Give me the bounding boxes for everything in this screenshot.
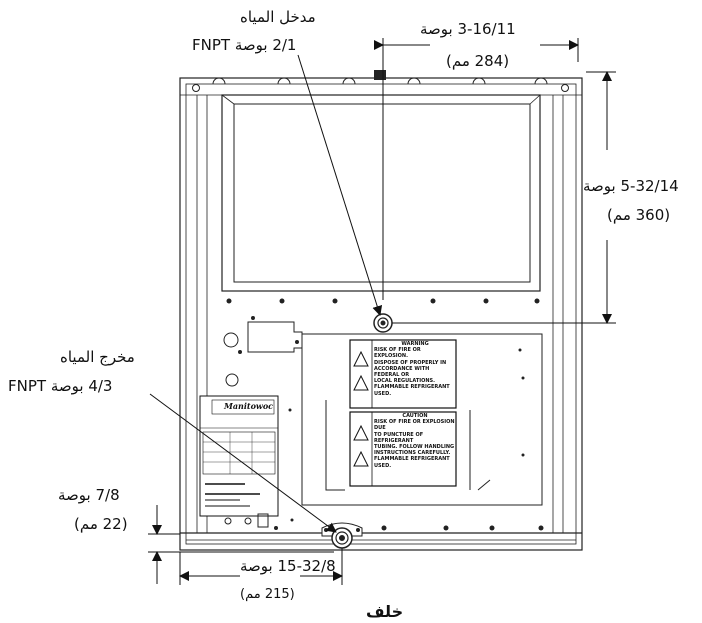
warning-2-line: TO PUNCTURE OF REFRIGERANT xyxy=(374,431,424,444)
access-panel xyxy=(301,333,543,506)
outlet-size: 4/3 بوصة FNPT xyxy=(8,377,113,395)
top-bolts xyxy=(192,77,569,92)
warning-2-line: INSTRUCTIONS CAREFULLY. xyxy=(374,450,451,457)
warning-2-line: FLAMMABLE REFRIGERANT USED. xyxy=(374,456,450,469)
top-tab xyxy=(374,70,386,80)
dim-bottom-mm: (215 مم) xyxy=(240,587,295,602)
warning-1-line: LOCAL REGULATIONS. xyxy=(374,378,436,385)
nameplate-brand: Manitowoc xyxy=(224,401,274,411)
dim-left-offset xyxy=(148,505,334,584)
inlet-leader xyxy=(297,54,383,316)
dim-right-height xyxy=(392,71,616,324)
dim-bottom-label: 15-32/8 بوصة xyxy=(240,557,336,575)
warning-label-2 xyxy=(349,411,457,487)
dim-right-label: 5-32/14 بوصة xyxy=(583,177,679,195)
warning-1-line: RISK OF FIRE OR EXPLOSION. xyxy=(374,347,421,360)
view-title: خلف xyxy=(366,602,404,621)
electrical-bracket xyxy=(223,316,303,387)
dim-left-label: 7/8 بوصة xyxy=(58,486,120,504)
warning-1-line: FLAMMABLE REFRIGERANT USED. xyxy=(374,384,450,397)
inlet-size: 2/1 بوصة FNPT xyxy=(192,36,297,54)
outlet-leader xyxy=(149,393,337,533)
warning-label-1 xyxy=(349,339,457,409)
dim-bottom-width xyxy=(179,548,343,585)
dim-top-mm: (284 مم) xyxy=(446,52,510,70)
warning-2-title: CAUTION xyxy=(402,413,428,419)
warning-1-line: ACCORDANCE WITH FEDERAL OR xyxy=(374,365,430,379)
warning-2-line: TUBING. FOLLOW HANDLING xyxy=(374,444,455,451)
outlet-title: مخرج المياه xyxy=(60,348,135,366)
dim-top-width xyxy=(374,38,579,300)
dim-right-mm: (360 مم) xyxy=(607,206,671,224)
dim-left-mm: (22 مم) xyxy=(74,515,128,533)
water-inlet-fitting xyxy=(373,313,393,333)
warning-2-line: RISK OF FIRE OR EXPLOSION DUE xyxy=(374,419,455,432)
warning-label-1-text: WARNING RISK OF FIRE OR EXPLOSION. DISPO… xyxy=(374,341,456,397)
warning-label-2-text: CAUTION RISK OF FIRE OR EXPLOSION DUE TO… xyxy=(374,413,456,469)
dim-top-label: 3-16/11 بوصة xyxy=(420,20,516,38)
condenser-bolts xyxy=(226,298,540,304)
inlet-title: مدخل المياه xyxy=(240,8,316,26)
warning-1-line: DISPOSE OF PROPERLY IN xyxy=(374,359,447,366)
nameplate xyxy=(199,395,279,517)
warning-1-title: WARNING xyxy=(401,341,429,347)
condenser-panel xyxy=(221,94,541,292)
bottom-fittings xyxy=(224,513,269,528)
panel-bolts xyxy=(274,348,544,531)
